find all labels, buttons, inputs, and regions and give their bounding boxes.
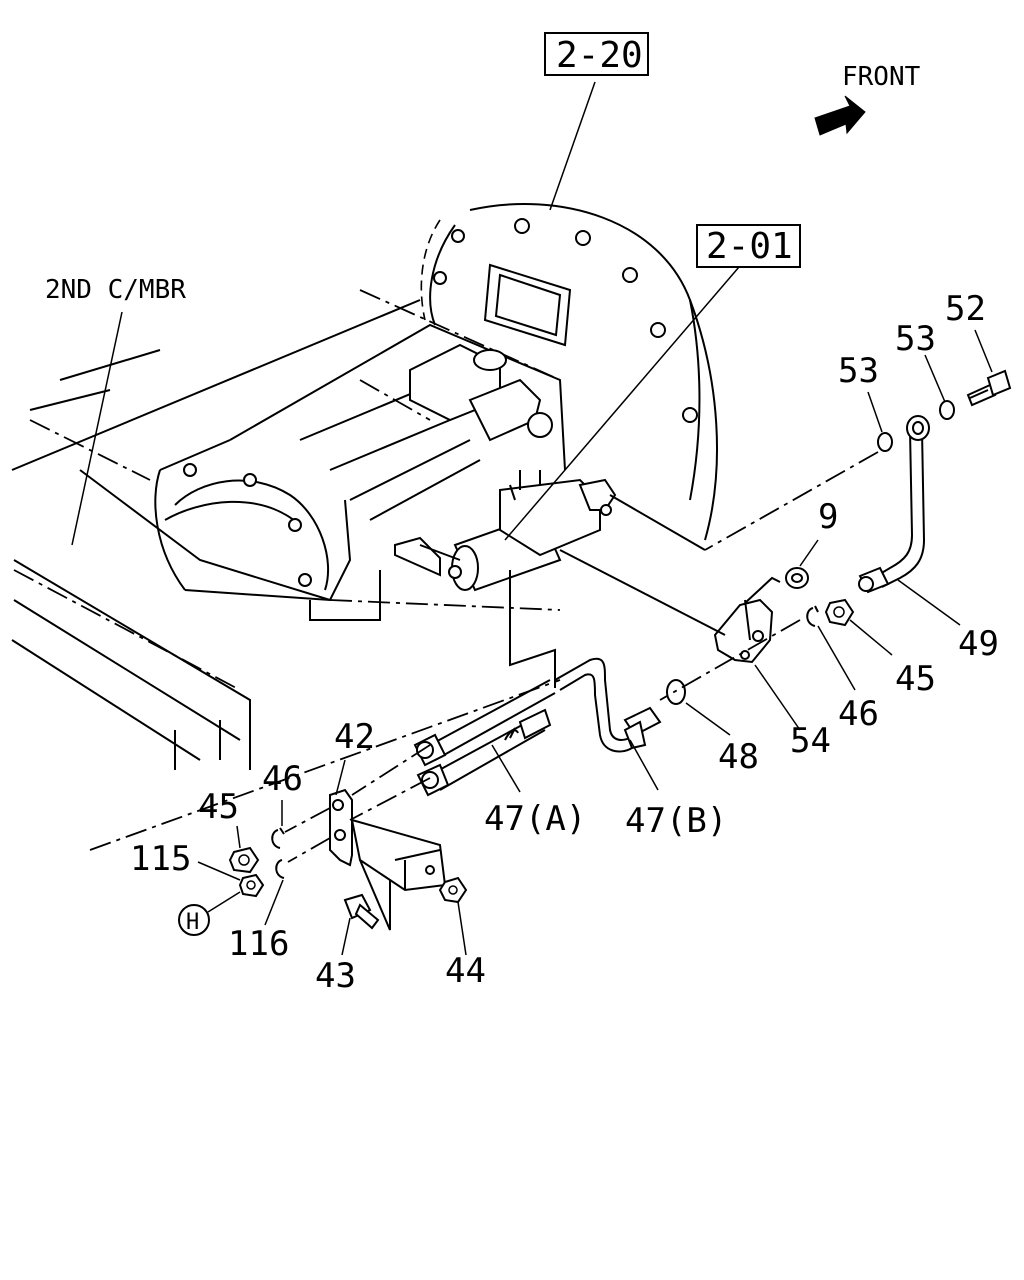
- callout-52: 52: [945, 289, 986, 329]
- callout-116: 116: [228, 924, 289, 964]
- fasteners: [228, 369, 1012, 930]
- pipe-bracket-54: [559, 549, 781, 664]
- leader-lines: [71, 81, 993, 956]
- center-lines: [284, 451, 879, 931]
- clutch-lines: [413, 415, 930, 797]
- callout-48: 48: [718, 737, 759, 777]
- callout-45-right: 45: [895, 659, 936, 699]
- callout-47b: 47(B): [625, 801, 727, 841]
- callout-46-right: 46: [838, 694, 879, 734]
- reference-box-2-01: 2-01: [696, 224, 801, 268]
- front-label: FRONT: [842, 62, 921, 92]
- callout-43: 43: [315, 956, 356, 996]
- callout-47a: 47(A): [484, 799, 586, 839]
- reference-2-01-text: 2-01: [706, 226, 793, 267]
- callout-9: 9: [818, 497, 838, 537]
- callout-45-left: 45: [198, 787, 239, 827]
- circle-h-marker: H: [178, 904, 210, 936]
- chassis-frame: [11, 299, 561, 851]
- reference-2-20-text: 2-20: [556, 35, 643, 76]
- front-arrow-icon: [814, 95, 866, 136]
- transmission-assembly: [154, 203, 718, 621]
- circle-h-text: H: [186, 910, 199, 935]
- callout-44: 44: [445, 951, 486, 991]
- lower-bracket-42: [329, 788, 447, 892]
- reference-box-2-20: 2-20: [544, 32, 649, 76]
- callout-53-upper: 53: [895, 319, 936, 359]
- callout-49: 49: [958, 624, 999, 664]
- callout-46-left: 46: [262, 759, 303, 799]
- callout-42: 42: [334, 717, 375, 757]
- callout-54: 54: [790, 721, 831, 761]
- front-direction-indicator: FRONT: [814, 62, 921, 136]
- callout-53-lower: 53: [838, 351, 879, 391]
- slave-cylinder-assembly: [394, 470, 706, 592]
- callout-115: 115: [130, 839, 191, 879]
- second-crossmember-note: 2ND C/MBR: [45, 275, 186, 305]
- part-callouts: 52 53 53 9 49 45 46 54 48 47(B) 47(A) 42…: [130, 289, 999, 996]
